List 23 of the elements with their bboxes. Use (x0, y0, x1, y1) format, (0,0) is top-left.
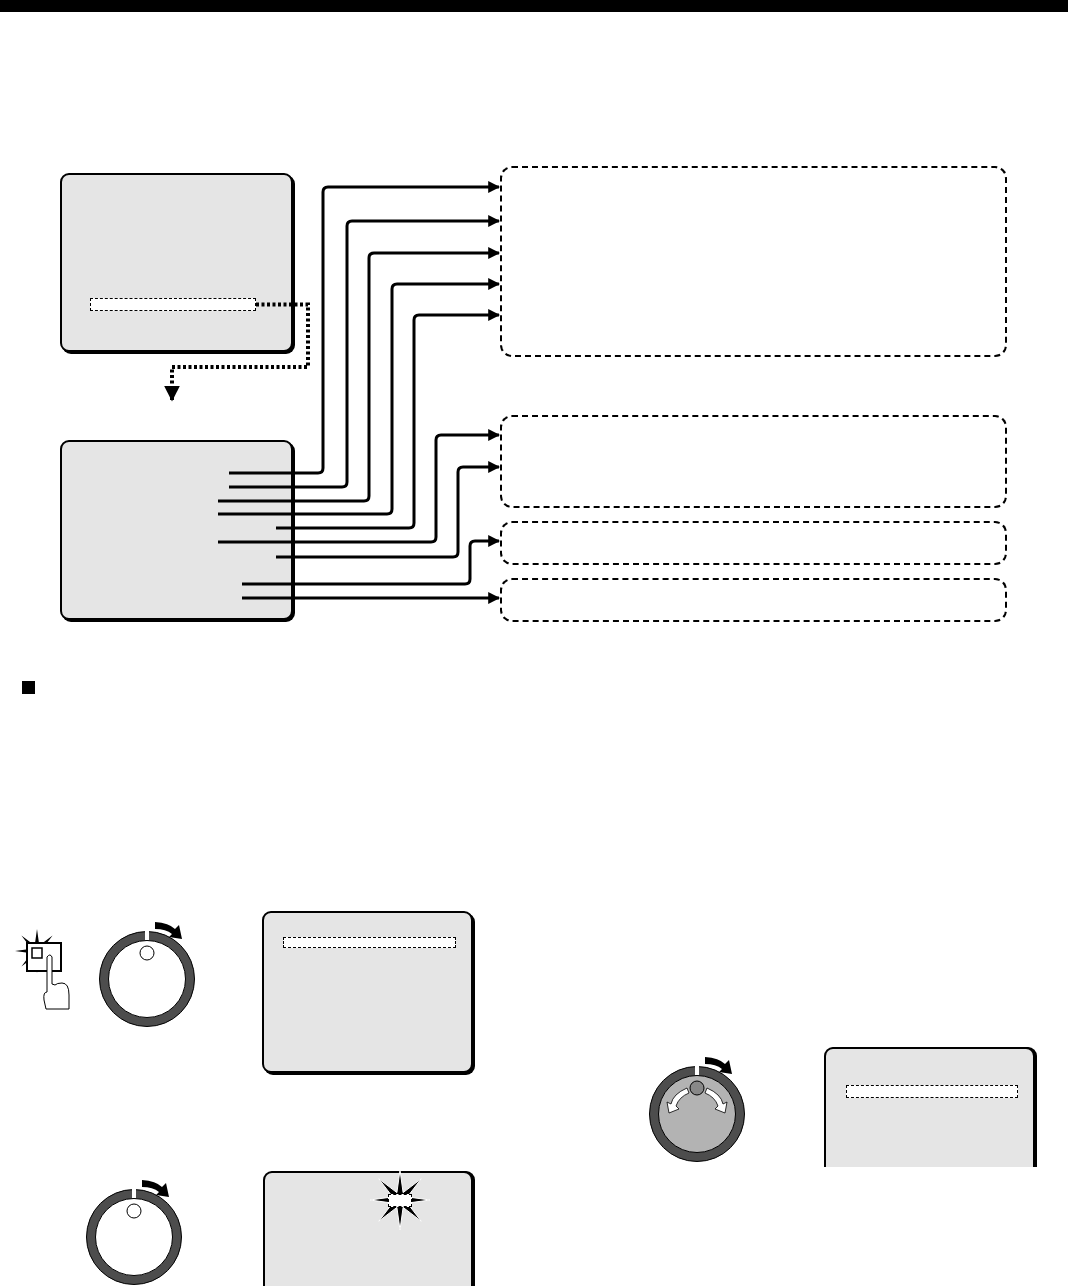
screen-display (60, 440, 293, 620)
dashed-group-box (500, 521, 1007, 565)
dashed-group-box (500, 578, 1007, 622)
arrow (242, 535, 501, 586)
highlight-bar (283, 937, 456, 948)
arrow (218, 278, 501, 516)
highlight-bar (388, 1194, 412, 1207)
dashed-group-box (500, 415, 1007, 508)
arrow (218, 429, 501, 544)
arrow (242, 592, 501, 604)
highlight-bar (846, 1085, 1018, 1098)
arrow (276, 309, 501, 530)
dotted-arrow (164, 302, 310, 402)
arrow (218, 247, 501, 503)
screen-display (60, 173, 293, 352)
screen-display (263, 1171, 473, 1286)
dashed-group-box (500, 166, 1007, 357)
arrow (229, 181, 501, 475)
highlight-bar (90, 298, 256, 311)
screen-display (824, 1047, 1035, 1167)
screen-display (262, 911, 473, 1073)
arrow (229, 215, 501, 489)
arrow (276, 461, 501, 559)
